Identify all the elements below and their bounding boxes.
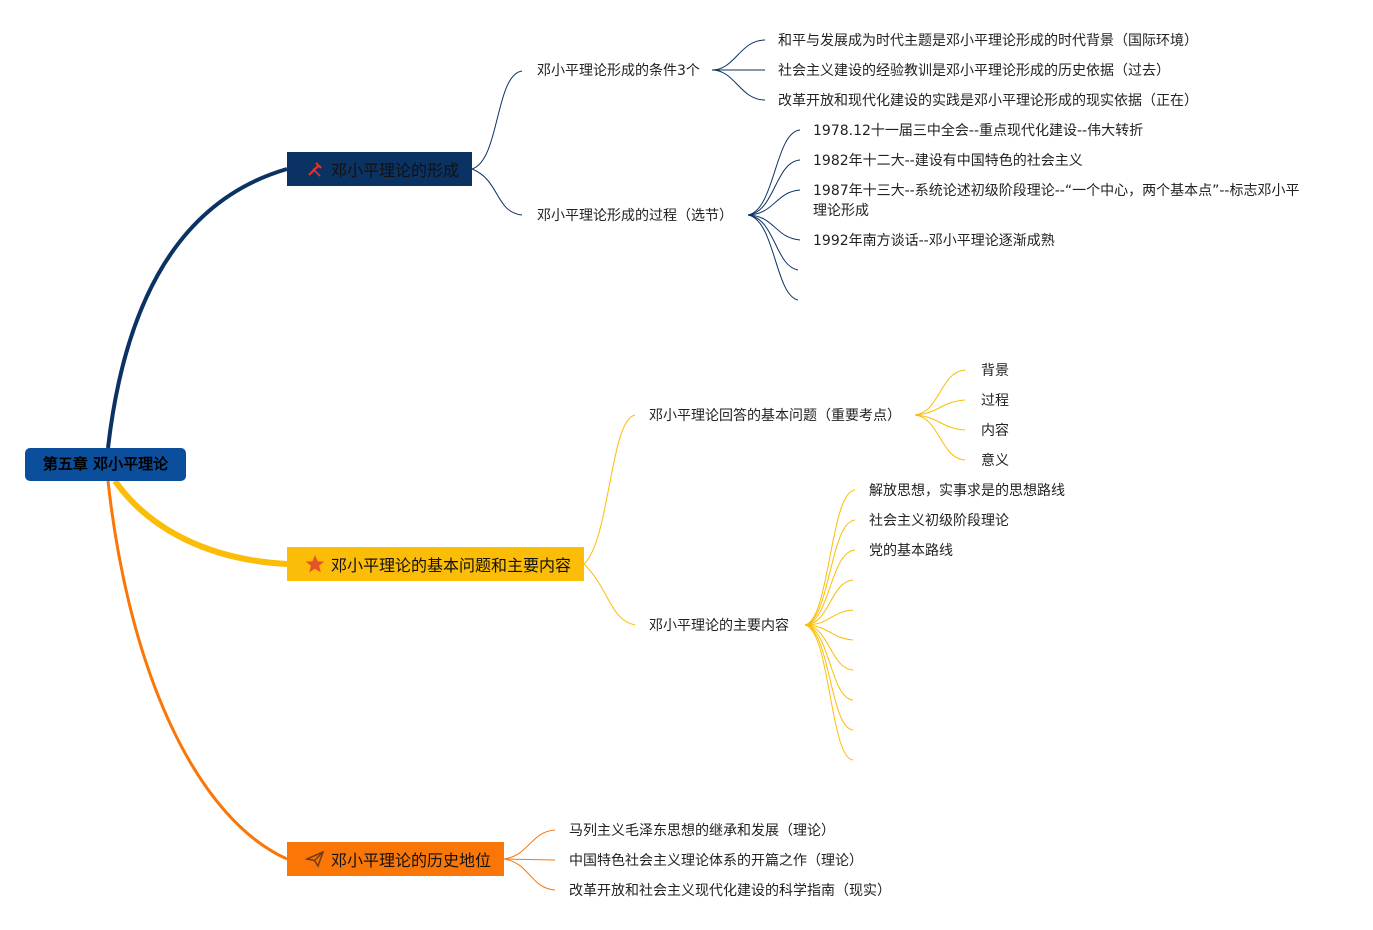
content-item[interactable]: 社会主义初级阶段理论 bbox=[869, 513, 1009, 529]
link-d2-l7 bbox=[804, 624, 854, 671]
question-item[interactable]: 意义 bbox=[981, 453, 1009, 469]
main-content[interactable]: 邓小平理论的主要内容 bbox=[649, 618, 789, 634]
branch-basic-questions[interactable]: 邓小平理论的基本问题和主要内容 bbox=[287, 547, 584, 581]
link-d2-l1 bbox=[804, 489, 856, 626]
link-root-branch1 bbox=[106, 167, 288, 449]
link-b3-l3 bbox=[503, 858, 556, 891]
branch-basic-questions-label: 邓小平理论的基本问题和主要内容 bbox=[331, 556, 572, 575]
process-item[interactable]: 1987年十三大--系统论述初级阶段理论--“一个中心，两个基本点”--标志邓小… bbox=[813, 183, 1300, 219]
process-item[interactable]: 1992年南方谈话--邓小平理论逐渐成熟 bbox=[813, 233, 1055, 249]
content-item[interactable]: 解放思想，实事求是的思想路线 bbox=[869, 483, 1065, 499]
link-d2-l2 bbox=[804, 519, 856, 626]
star-icon bbox=[305, 554, 325, 574]
link-d1-l4 bbox=[914, 414, 966, 461]
link-b1-c1 bbox=[471, 70, 523, 170]
formation-conditions[interactable]: 邓小平理论形成的条件3个 bbox=[537, 63, 700, 79]
condition-item[interactable]: 和平与发展成为时代主题是邓小平理论形成的时代背景（国际环境） bbox=[778, 33, 1198, 49]
link-d2-l8 bbox=[804, 624, 854, 701]
link-c2-l6 bbox=[747, 214, 799, 301]
branch-formation[interactable]: 邓小平理论的形成 bbox=[287, 152, 472, 186]
status-item[interactable]: 马列主义毛泽东思想的继承和发展（理论） bbox=[569, 823, 835, 839]
question-item[interactable]: 内容 bbox=[981, 423, 1009, 439]
branch-formation-label: 邓小平理论的形成 bbox=[331, 161, 460, 180]
link-c1-l1 bbox=[711, 39, 766, 71]
link-b2-c2 bbox=[583, 563, 636, 626]
link-root-branch2 bbox=[112, 479, 288, 567]
link-b3-l2 bbox=[503, 858, 556, 861]
link-d1-l3 bbox=[914, 414, 966, 431]
link-b2-c1 bbox=[583, 414, 636, 565]
content-item[interactable]: 党的基本路线 bbox=[869, 543, 953, 559]
link-b3-l1 bbox=[503, 829, 556, 860]
link-b1-c2 bbox=[471, 168, 523, 216]
link-d1-l2 bbox=[914, 399, 966, 416]
link-d1-l1 bbox=[914, 369, 966, 416]
branch-historical-status[interactable]: 邓小平理论的历史地位 bbox=[287, 842, 504, 876]
link-root-branch3 bbox=[106, 480, 288, 861]
basic-questions[interactable]: 邓小平理论回答的基本问题（重要考点） bbox=[649, 408, 901, 424]
link-c2-l2 bbox=[747, 159, 801, 216]
status-item[interactable]: 中国特色社会主义理论体系的开篇之作（理论） bbox=[569, 853, 863, 869]
link-c2-l5 bbox=[747, 214, 799, 271]
tools-icon bbox=[305, 159, 325, 179]
link-d2-l10 bbox=[804, 624, 854, 761]
root-topic[interactable]: 第五章 邓小平理论 bbox=[25, 448, 186, 481]
question-item[interactable]: 过程 bbox=[981, 393, 1009, 409]
condition-item[interactable]: 社会主义建设的经验教训是邓小平理论形成的历史依据（过去） bbox=[778, 63, 1170, 79]
question-item[interactable]: 背景 bbox=[981, 363, 1009, 379]
status-item[interactable]: 改革开放和社会主义现代化建设的科学指南（现实） bbox=[569, 883, 891, 899]
formation-process[interactable]: 邓小平理论形成的过程（选节） bbox=[537, 208, 733, 224]
link-d2-l6 bbox=[804, 624, 854, 641]
paper-plane-icon bbox=[304, 849, 325, 869]
condition-item[interactable]: 改革开放和现代化建设的实践是邓小平理论形成的现实依据（正在） bbox=[778, 93, 1198, 109]
link-c2-l4 bbox=[747, 214, 801, 241]
link-c2-l3 bbox=[747, 189, 801, 216]
link-d2-l3 bbox=[804, 549, 856, 626]
link-c2-l1 bbox=[747, 129, 801, 216]
branch-historical-status-label: 邓小平理论的历史地位 bbox=[331, 851, 492, 870]
link-d2-l9 bbox=[804, 624, 854, 731]
link-d2-l5 bbox=[804, 609, 854, 626]
link-d2-l4 bbox=[804, 579, 854, 626]
process-item[interactable]: 1982年十二大--建设有中国特色的社会主义 bbox=[813, 153, 1083, 169]
link-c1-l3 bbox=[711, 69, 766, 101]
process-item[interactable]: 1978.12十一届三中全会--重点现代化建设--伟大转折 bbox=[813, 123, 1144, 139]
